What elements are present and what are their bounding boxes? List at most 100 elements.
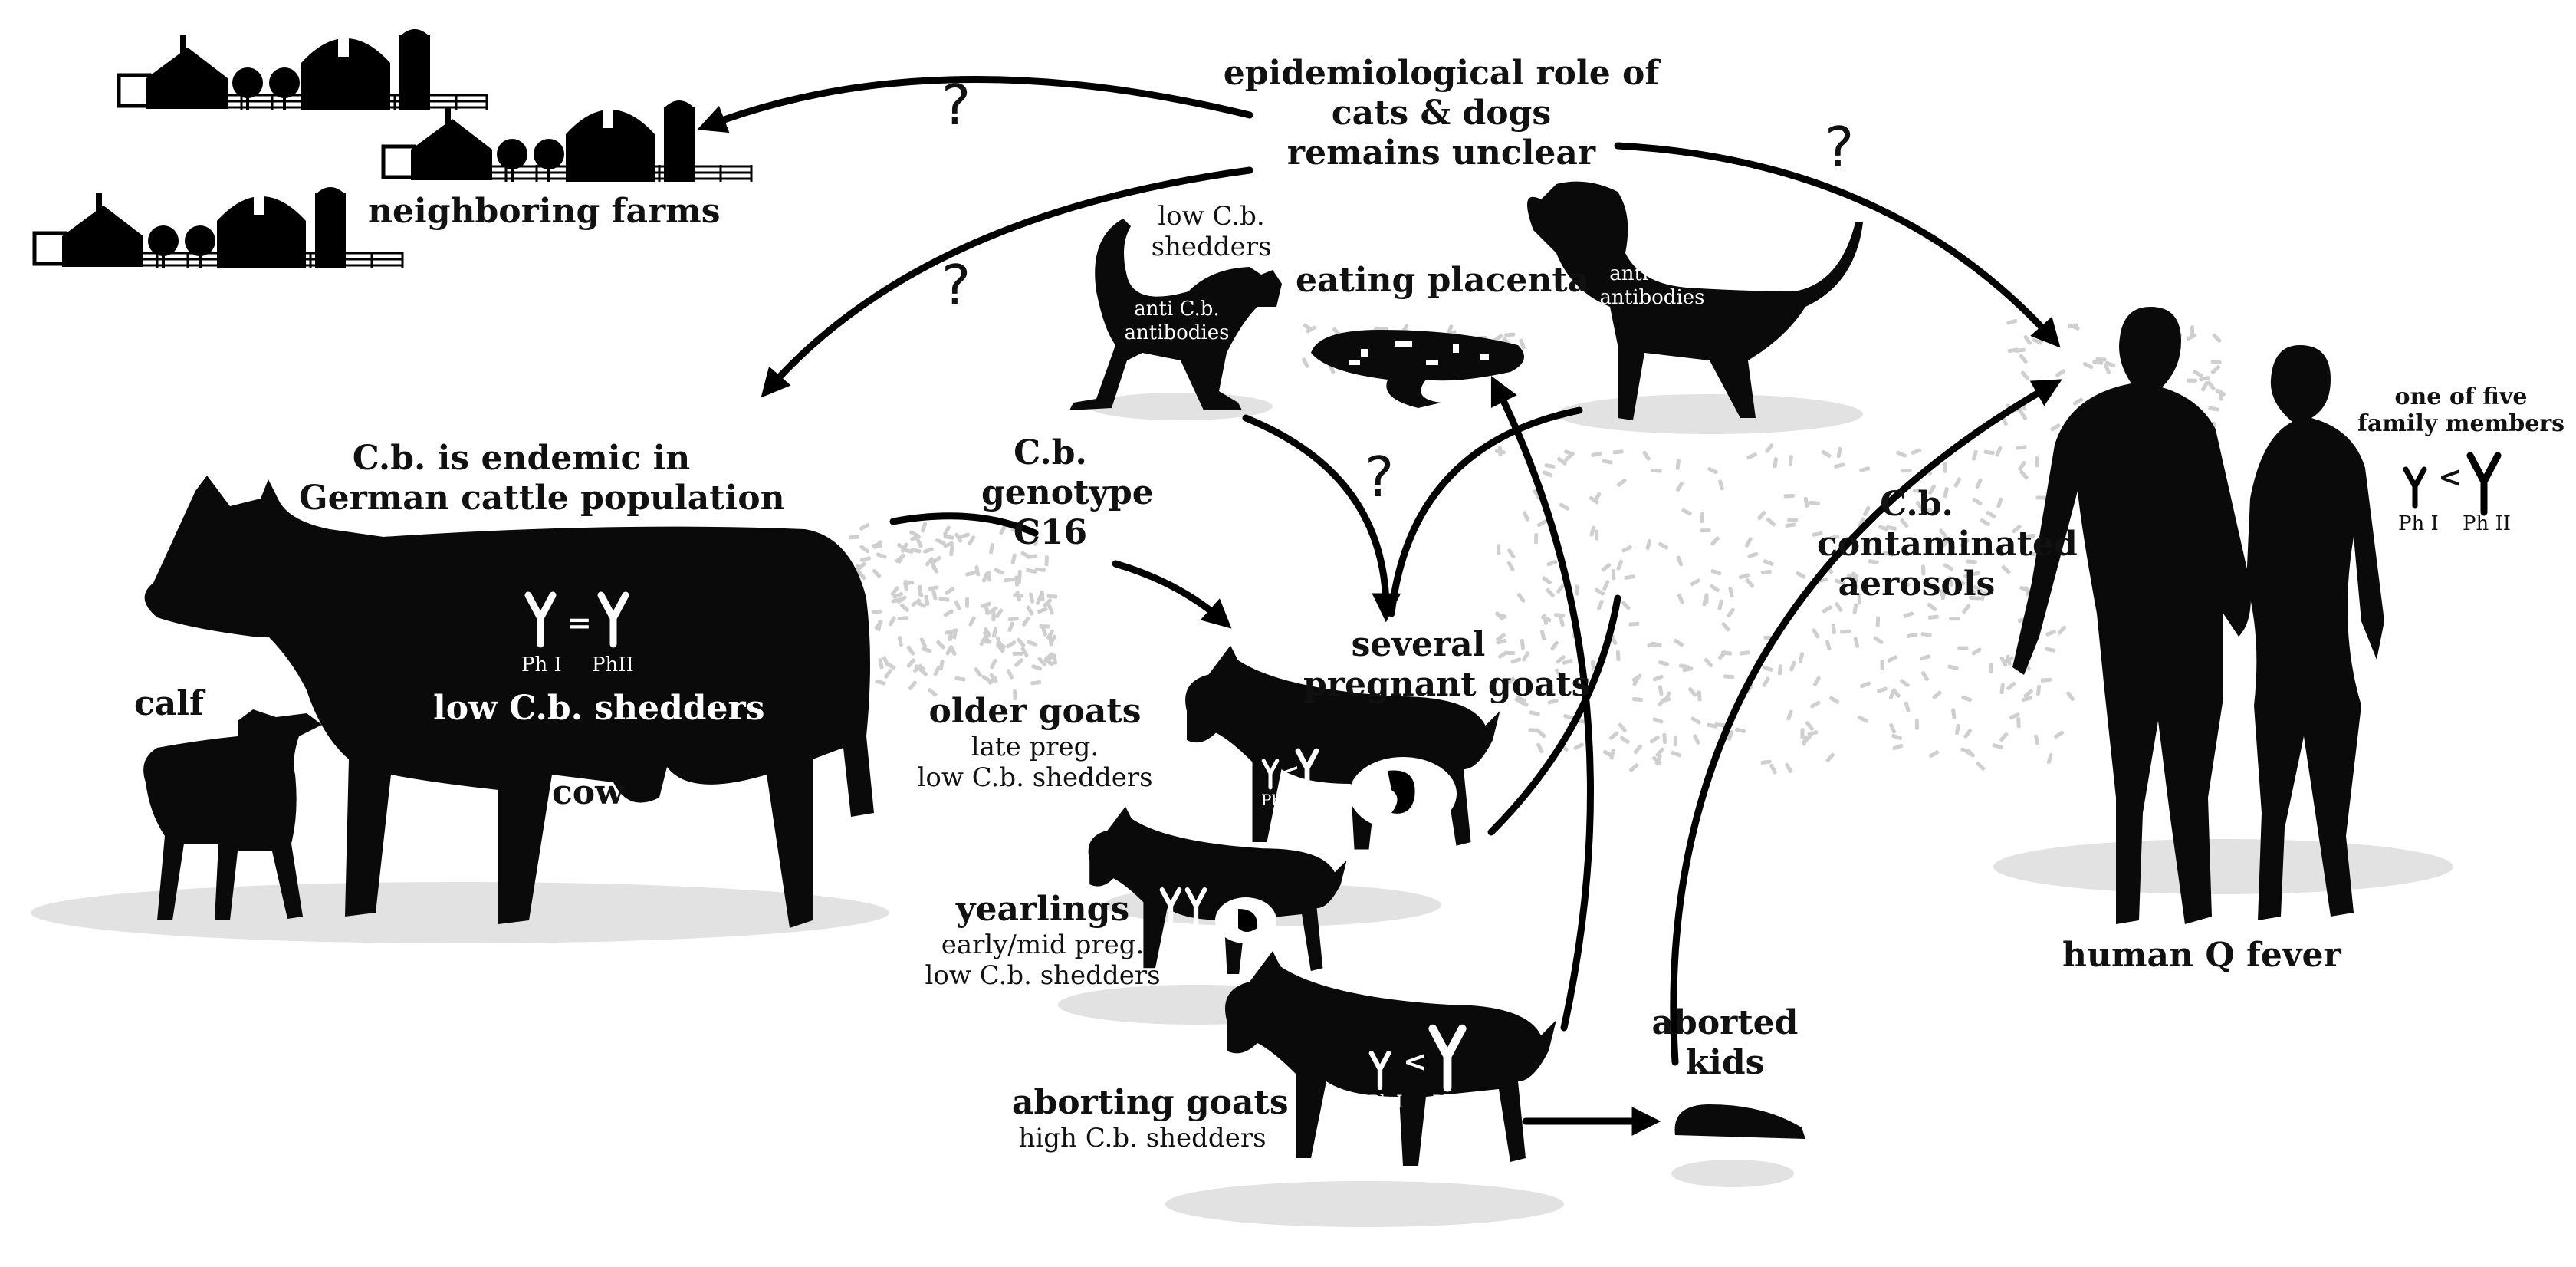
aerosol-particle xyxy=(1983,449,1995,456)
aerosol-particle xyxy=(1533,489,1541,499)
aerosol-particle xyxy=(1590,660,1595,672)
aerosol-particle xyxy=(2020,370,2030,380)
aerosol-particle xyxy=(2067,323,2078,329)
arrow-to-farms xyxy=(697,75,1254,133)
older-goats-sub-1: late preg. xyxy=(971,731,1099,762)
aerosol-particle xyxy=(1628,621,1640,627)
aerosol-particle xyxy=(1030,680,1042,686)
question-mark-farms: ? xyxy=(941,73,971,137)
yearling-ph12-caption: PhI/II xyxy=(1164,926,1208,944)
aerosol-particle xyxy=(1027,554,1038,559)
aerosol-particle xyxy=(1574,584,1579,596)
aerosol-particle xyxy=(1597,599,1604,610)
aborted-kids-line-2: kids xyxy=(1685,1042,1765,1082)
label-aborting-goats: aborting goats high C.b. shedders xyxy=(1012,1083,1289,1153)
yearlings-sub-1: early/mid preg. xyxy=(941,929,1145,960)
aerosol-particle xyxy=(1834,462,1845,469)
aerosol-particle xyxy=(915,601,927,608)
yearlings-sub-2: low C.b. shedders xyxy=(925,960,1161,992)
aerosol-particle xyxy=(1957,646,1969,650)
aerosol-particle xyxy=(1762,676,1770,687)
aerosol-particle xyxy=(1858,517,1865,528)
aerosol-particle xyxy=(1800,728,1805,739)
aerosol-particle xyxy=(1889,722,1897,734)
aerosol-particle xyxy=(1789,660,1796,672)
aerosol-particle xyxy=(968,535,976,546)
aerosol-particle xyxy=(1943,563,1953,571)
aerosol-particle xyxy=(1595,529,1599,541)
placenta-silhouette xyxy=(1311,330,1524,408)
aerosol-particle xyxy=(1888,689,1896,700)
aerosol-particle xyxy=(1817,577,1829,584)
aerosol-particle xyxy=(979,636,987,647)
aerosol-particle xyxy=(886,662,896,670)
older-goats-title: older goats xyxy=(928,692,1142,731)
aerosol-particle xyxy=(1951,708,1957,719)
genotype-line-3: C16 xyxy=(1013,512,1088,552)
aerosol-particle xyxy=(1947,664,1959,670)
aerosol-particle xyxy=(2199,376,2210,382)
aerosol-particle xyxy=(1563,714,1575,720)
aerosol-particle xyxy=(1671,750,1682,758)
aerosol-particle xyxy=(1026,568,1037,574)
aerosol-particle xyxy=(884,669,893,679)
aerosol-particle xyxy=(1494,449,1506,455)
aerosol-particle xyxy=(1989,662,1994,673)
aerosol-particle xyxy=(1911,448,1922,455)
aerosol-particle xyxy=(1999,683,2005,695)
goat-ph2-caption: PhII xyxy=(1297,791,1330,809)
cow-ph2-caption: PhII xyxy=(592,653,634,676)
label-yearlings: yearlings early/mid preg. low C.b. shedd… xyxy=(912,890,1173,991)
question-mark-pets: ? xyxy=(1365,445,1395,509)
aerosol-particle xyxy=(2208,406,2220,412)
arrow-genotype-to-goats xyxy=(1112,560,1232,629)
aerosol-particle xyxy=(1687,687,1697,697)
aerosol-particle xyxy=(921,647,932,653)
aerosol-particle xyxy=(903,580,909,591)
aerosol-particle xyxy=(943,535,955,540)
aerosol-particle xyxy=(928,585,939,591)
aerosol-particle xyxy=(1602,459,1613,465)
arrow-cat-to-goats xyxy=(1242,414,1401,623)
aerosol-particle xyxy=(1704,593,1709,604)
aerosol-particle xyxy=(871,609,882,614)
aerosol-particle xyxy=(1594,587,1605,596)
aerosol-particle xyxy=(914,664,925,671)
aerosol-particle xyxy=(891,597,902,604)
aerosol-particle xyxy=(1673,736,1678,747)
aerosol-particle xyxy=(922,547,934,554)
aerosol-particle xyxy=(2019,410,2028,420)
aerosol-particle xyxy=(1760,759,1772,765)
endemic-line-2: German cattle population xyxy=(299,478,785,518)
aerosol-particle xyxy=(1728,587,1734,598)
aerosol-particle xyxy=(1608,731,1619,740)
question-mark-humans: ? xyxy=(1825,115,1855,179)
aerosol-particle xyxy=(1915,501,1924,511)
aerosol-particle xyxy=(1046,594,1058,599)
aerosol-particle xyxy=(2001,564,2011,574)
aerosol-particle xyxy=(1785,522,1796,528)
aerosol-particle xyxy=(1662,732,1668,745)
aerosol-particle xyxy=(1564,452,1574,462)
aerosol-particle xyxy=(1542,576,1552,584)
aerosol-particle xyxy=(859,545,870,554)
aerosol-particle xyxy=(1536,742,1544,754)
aerosol-particle xyxy=(1891,733,1902,741)
aerosol-particle xyxy=(1948,545,1956,557)
human-antibody-ph1 xyxy=(2403,466,2427,509)
aerosol-particle xyxy=(1783,493,1795,499)
aerosol-particle xyxy=(1955,578,1966,586)
arrow-cattle-to-goats xyxy=(889,512,1039,537)
aerosol-particle xyxy=(1807,730,1819,736)
aerosol-particle xyxy=(1027,640,1037,647)
aerosol-particle xyxy=(2012,524,2022,534)
aerosol-particle xyxy=(2201,381,2209,392)
aerosol-particle xyxy=(1493,334,1503,343)
genotype-line-2: genotype xyxy=(981,472,1154,512)
aerosol-particle xyxy=(974,565,981,577)
aerosol-particle xyxy=(943,525,951,536)
aborting-title: aborting goats xyxy=(1012,1083,1289,1122)
aerosol-particle xyxy=(1836,447,1842,459)
label-contaminated-aerosols: C.b. contaminated aerosols xyxy=(1817,485,2078,604)
aerosol-particle xyxy=(1966,559,1977,564)
